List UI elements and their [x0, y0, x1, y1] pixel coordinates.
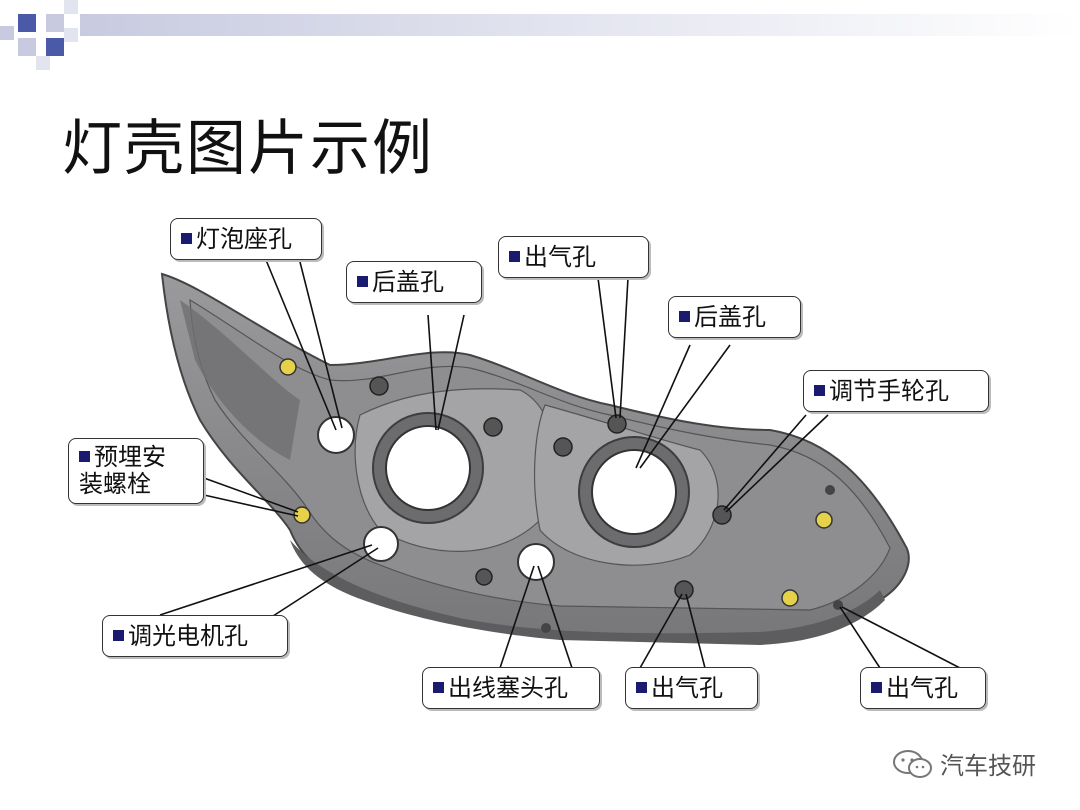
header-decoration: [0, 0, 1080, 70]
bullet-icon: [357, 275, 368, 287]
wechat-icon: [893, 749, 932, 778]
callout-label: 后盖孔: [372, 268, 444, 296]
callout-label: 出气孔: [524, 243, 596, 271]
bullet-icon: [509, 250, 520, 262]
callout-label: 出线塞头孔: [448, 674, 568, 702]
callout-label: 调节手轮孔: [829, 377, 949, 405]
callout-label: 出气孔: [886, 674, 958, 702]
callout-rear-cover-hole-right: 后盖孔: [668, 296, 801, 338]
callout-rear-cover-hole-left: 后盖孔: [346, 261, 482, 303]
bullet-icon: [181, 232, 192, 244]
bullet-icon: [636, 681, 647, 693]
bullet-icon: [871, 681, 882, 693]
bullet-icon: [814, 384, 825, 396]
callout-label: 调光电机孔: [128, 622, 248, 650]
callout-label: 出气孔: [651, 674, 723, 702]
callout-vent-hole-bottom-middle: 出气孔: [625, 667, 758, 709]
callout-label: 后盖孔: [694, 303, 766, 331]
callout-dimming-motor-hole: 调光电机孔: [102, 615, 288, 657]
callout-vent-hole-top: 出气孔: [498, 236, 649, 278]
bullet-icon: [113, 629, 124, 641]
callout-adjust-wheel-hole: 调节手轮孔: [803, 370, 989, 412]
callout-label-line2: 装螺栓: [79, 470, 151, 498]
callout-embedded-bolt: 预埋安 装螺栓: [68, 438, 204, 504]
bullet-icon: [79, 450, 90, 462]
slide-title: 灯壳图片示例: [62, 114, 434, 184]
callout-label-line1: 预埋安: [94, 443, 166, 471]
callout-bulb-socket-hole: 灯泡座孔: [170, 218, 322, 260]
callout-label: 灯泡座孔: [196, 225, 292, 253]
bullet-icon: [679, 310, 690, 322]
callout-wire-plug-hole: 出线塞头孔: [422, 667, 600, 709]
watermark: 汽车技研: [892, 746, 1036, 781]
watermark-text: 汽车技研: [940, 752, 1036, 780]
callout-vent-hole-bottom-right: 出气孔: [860, 667, 986, 709]
bullet-icon: [433, 681, 444, 693]
